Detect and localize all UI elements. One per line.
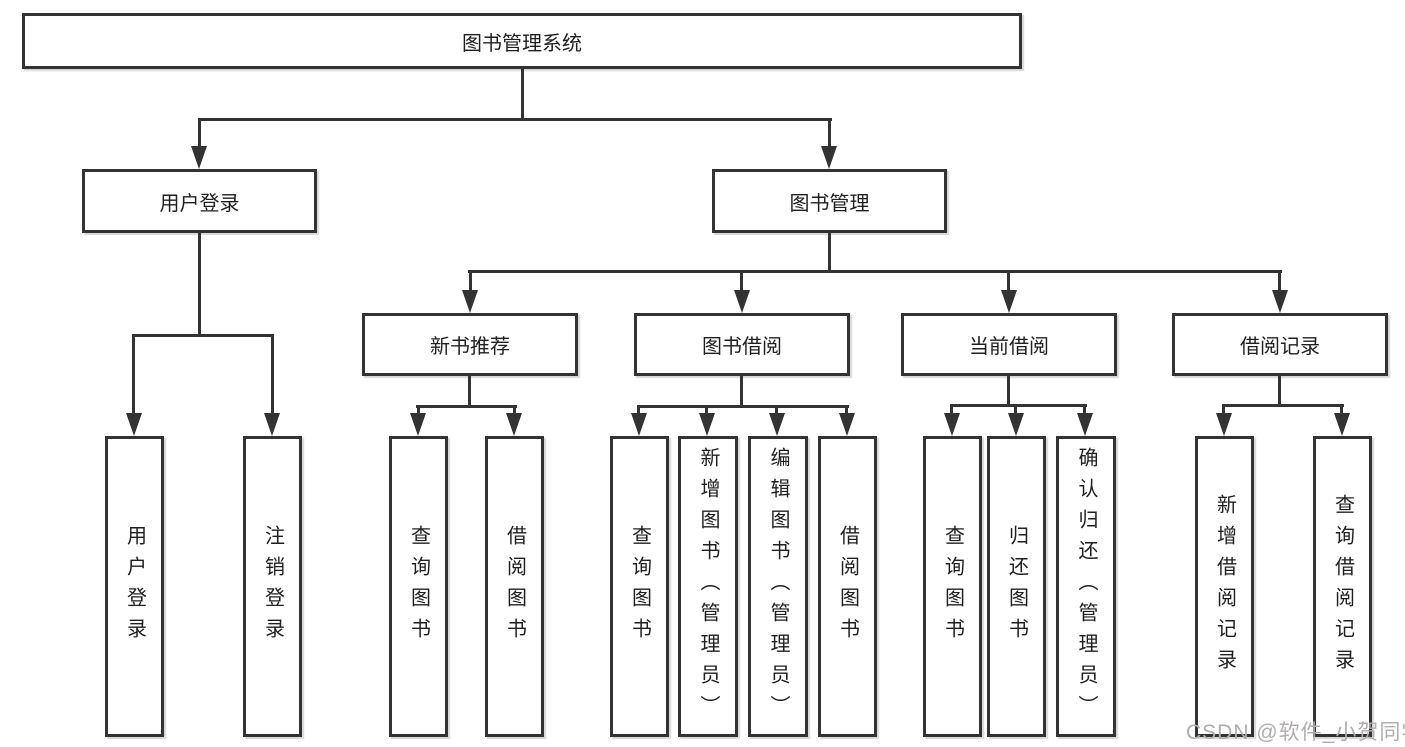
node-root-system: 图书管理系统 (22, 13, 1022, 69)
node-user-login: 用户登录 (82, 169, 317, 233)
arrowhead-icon (126, 413, 142, 436)
leaf-label: 新增图书（管理员） (697, 447, 719, 726)
leaf-logout: 注销登录 (243, 436, 302, 737)
csdn-watermark: CSDN @软件_小贺同学 (1186, 721, 1405, 744)
connector-current-borrow-stem (1007, 376, 1010, 407)
leaf-user-login: 用户登录 (105, 436, 164, 737)
connector-drop-leaf (637, 405, 640, 415)
leaf-label: 查询图书 (941, 524, 964, 649)
arrowhead-icon (699, 413, 715, 436)
leaf-edit-books-admin: 编辑图书（管理员） (748, 436, 808, 737)
arrowhead-icon (506, 413, 522, 436)
node-label: 借阅记录 (1240, 336, 1320, 358)
connector-borrow-records-stem (1278, 376, 1281, 407)
arrowhead-icon (734, 290, 750, 313)
connector-drop-leaf (417, 405, 420, 415)
arrowhead-icon (631, 413, 647, 436)
leaf-query-borrow-record: 查询借阅记录 (1313, 436, 1372, 737)
leaf-query-books-current: 查询图书 (923, 436, 982, 737)
connector-user-login-stem (198, 233, 201, 336)
leaf-label: 查询图书 (407, 524, 430, 649)
connector-drop-leaf (132, 334, 135, 415)
connector-drop-leaf (845, 405, 848, 415)
connector-drop-leaf (513, 405, 516, 415)
node-label: 图书借阅 (702, 336, 782, 358)
leaf-label: 编辑图书（管理员） (767, 447, 789, 726)
connector-drop-current-borrow (1007, 270, 1010, 292)
arrowhead-icon (410, 413, 426, 436)
node-book-management: 图书管理 (712, 169, 947, 233)
connector-drop-user-login (198, 118, 201, 148)
arrowhead-icon (1216, 413, 1232, 436)
node-label: 当前借阅 (969, 336, 1049, 358)
leaf-label: 注销登录 (261, 524, 284, 649)
connector-book-mgmt-split (468, 270, 1282, 273)
connector-drop-book-mgmt (828, 118, 831, 148)
leaf-label: 归还图书 (1005, 524, 1028, 649)
arrowhead-icon (1077, 413, 1093, 436)
arrowhead-icon (821, 146, 837, 169)
leaf-label: 借阅图书 (503, 524, 526, 649)
connector-drop-new-book (469, 270, 472, 292)
arrowhead-icon (839, 413, 855, 436)
node-label: 图书管理系统 (462, 32, 582, 55)
node-new-book-recommend: 新书推荐 (362, 313, 578, 376)
leaf-return-books: 归还图书 (987, 436, 1046, 737)
connector-root-stem (521, 69, 524, 120)
leaf-label: 新增借阅记录 (1213, 493, 1236, 680)
node-label: 图书管理 (789, 192, 870, 215)
leaf-add-borrow-record: 新增借阅记录 (1195, 436, 1254, 737)
leaf-add-books-admin: 新增图书（管理员） (678, 436, 738, 737)
connector-drop-leaf (1014, 404, 1017, 415)
arrowhead-icon (1001, 290, 1017, 313)
node-borrow-records: 借阅记录 (1172, 313, 1388, 376)
connector-drop-leaf (950, 404, 953, 415)
node-label: 新书推荐 (430, 336, 510, 358)
connector-drop-leaf (1340, 404, 1343, 415)
connector-drop-leaf (1083, 404, 1086, 415)
connector-drop-leaf (775, 405, 778, 415)
connector-new-book-split (416, 405, 517, 408)
leaf-borrow-books-recommend: 借阅图书 (485, 436, 544, 737)
node-label: 用户登录 (159, 192, 240, 215)
arrowhead-icon (462, 290, 478, 313)
connector-new-book-stem (468, 376, 471, 408)
arrowhead-icon (191, 146, 207, 169)
connector-drop-borrow-records (1278, 270, 1281, 292)
leaf-label: 用户登录 (123, 524, 146, 649)
leaf-label: 确认归还（管理员） (1075, 447, 1097, 726)
arrowhead-icon (769, 413, 785, 436)
leaf-query-books-borrow: 查询图书 (610, 436, 669, 737)
leaf-query-books-recommend: 查询图书 (389, 436, 448, 737)
connector-book-borrow-split (637, 405, 849, 408)
arrowhead-icon (944, 413, 960, 436)
connector-drop-leaf (705, 405, 708, 415)
leaf-borrow-books: 借阅图书 (818, 436, 877, 737)
arrowhead-icon (1008, 413, 1024, 436)
node-book-borrow: 图书借阅 (634, 313, 850, 376)
connector-book-borrow-stem (740, 376, 743, 408)
leaf-label: 借阅图书 (836, 524, 859, 649)
connector-current-borrow-split (950, 404, 1087, 407)
connector-borrow-records-split (1222, 404, 1344, 407)
leaf-label: 查询图书 (628, 524, 651, 649)
arrowhead-icon (1272, 290, 1288, 313)
connector-user-login-split (132, 334, 274, 337)
arrowhead-icon (264, 413, 280, 436)
connector-drop-book-borrow (740, 270, 743, 292)
node-current-borrow: 当前借阅 (901, 313, 1117, 376)
leaf-confirm-return-admin: 确认归还（管理员） (1056, 436, 1116, 737)
arrowhead-icon (1334, 413, 1350, 436)
connector-drop-leaf (271, 334, 274, 415)
connector-root-split (198, 118, 832, 121)
leaf-label: 查询借阅记录 (1331, 493, 1354, 680)
connector-drop-leaf (1222, 404, 1225, 415)
connector-book-mgmt-stem (828, 233, 831, 273)
